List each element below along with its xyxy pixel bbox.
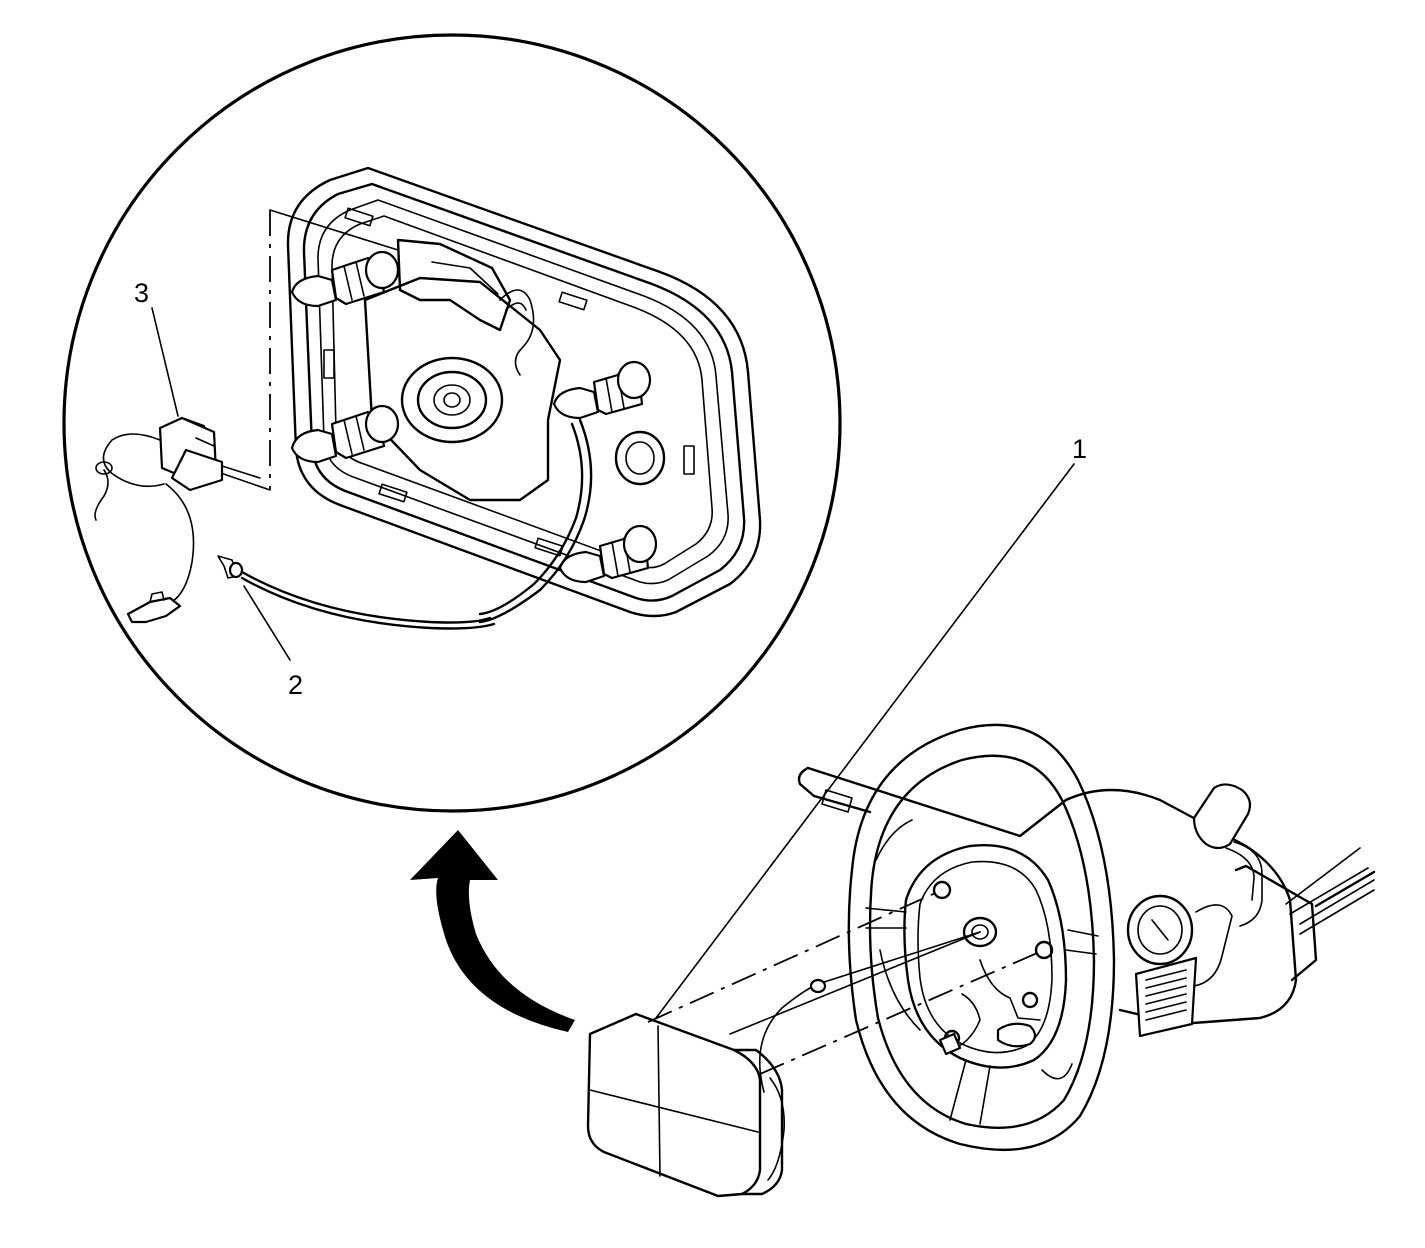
leader-3 [151,307,179,417]
mounting-stud-lower-right [558,524,658,584]
mounting-stud-lower-left [290,404,400,464]
detail-magnifier-circle [62,33,842,813]
callout-1: 1 [1072,434,1088,464]
leader-lines [151,307,1075,1019]
leader-2 [243,585,291,661]
steering-column [797,766,1376,1038]
leader-1 [655,463,1075,1019]
callout-2: 2 [288,670,304,700]
grounding-clip-wire [217,555,496,630]
inflator-module-front [586,1012,786,1198]
inflator-module-rear-view [286,166,762,624]
mounting-stud-upper-left [290,250,400,308]
steering-wheel [847,723,1116,1151]
callout-3: 3 [134,278,150,308]
mounting-stud-upper-right [552,360,652,420]
curved-arrow-icon [410,830,575,1032]
module-alignment-guides [647,889,1045,1093]
inflator-connector [94,416,261,624]
